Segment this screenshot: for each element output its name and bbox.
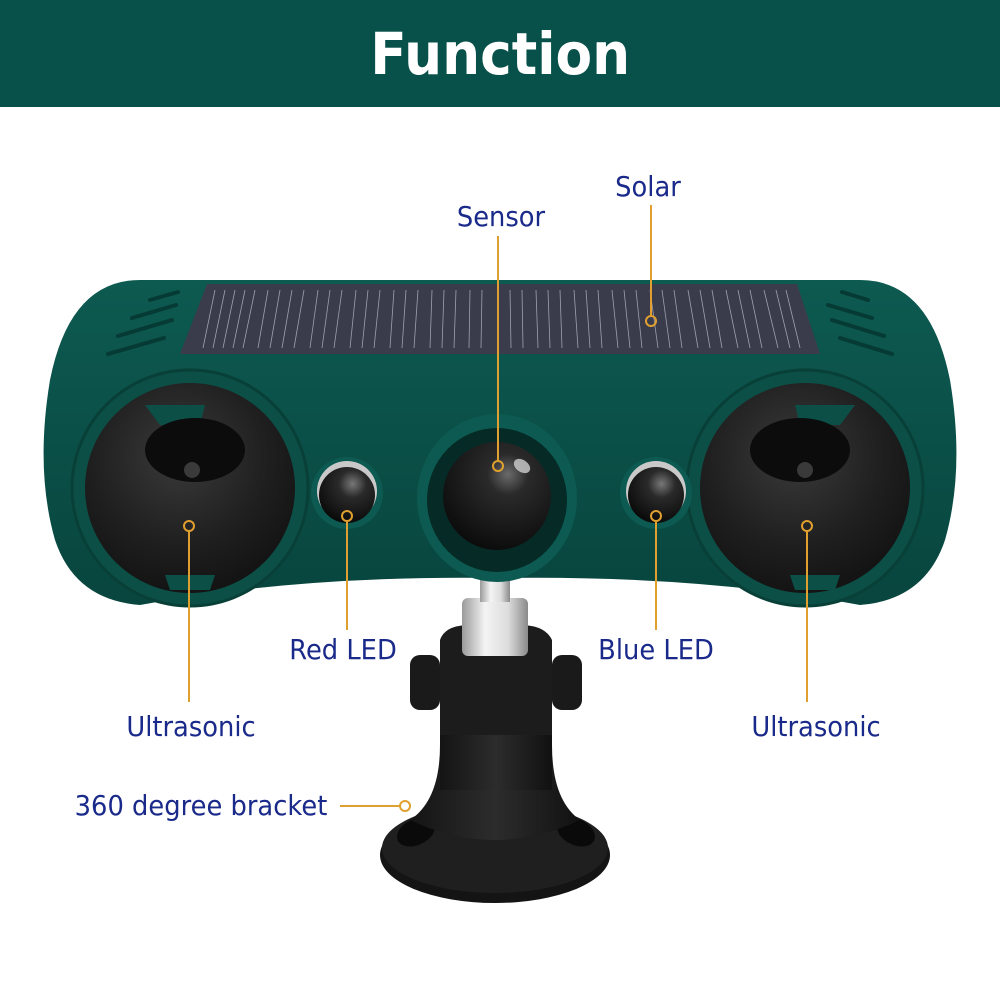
solar-marker-icon [645,315,657,327]
solar-panel [180,284,820,354]
ultrasonic-speaker-right [685,368,925,608]
red-led [311,457,383,529]
label-solar: Solar [615,170,681,203]
label-red-led: Red LED [289,633,397,666]
label-ultrasonic-right: Ultrasonic [751,710,881,743]
blue-led [620,457,692,529]
bracket-marker-icon [399,800,411,812]
ultrasonic-left-marker-icon [183,520,195,532]
sensor-marker-icon [492,460,504,472]
label-ultrasonic-left: Ultrasonic [126,710,256,743]
pir-sensor [417,414,577,582]
ultrasonic-right-marker-icon [801,520,813,532]
header-banner: Function [0,0,1000,107]
label-sensor: Sensor [456,200,546,233]
bracket [380,580,610,903]
ultrasonic-speaker-left [70,368,310,608]
label-bracket: 360 degree bracket [74,789,328,822]
blue-led-marker-icon [650,510,662,522]
callout-lines [183,205,813,812]
label-blue-led: Blue LED [598,633,714,666]
red-led-marker-icon [341,510,353,522]
page-title: Function [370,19,630,88]
